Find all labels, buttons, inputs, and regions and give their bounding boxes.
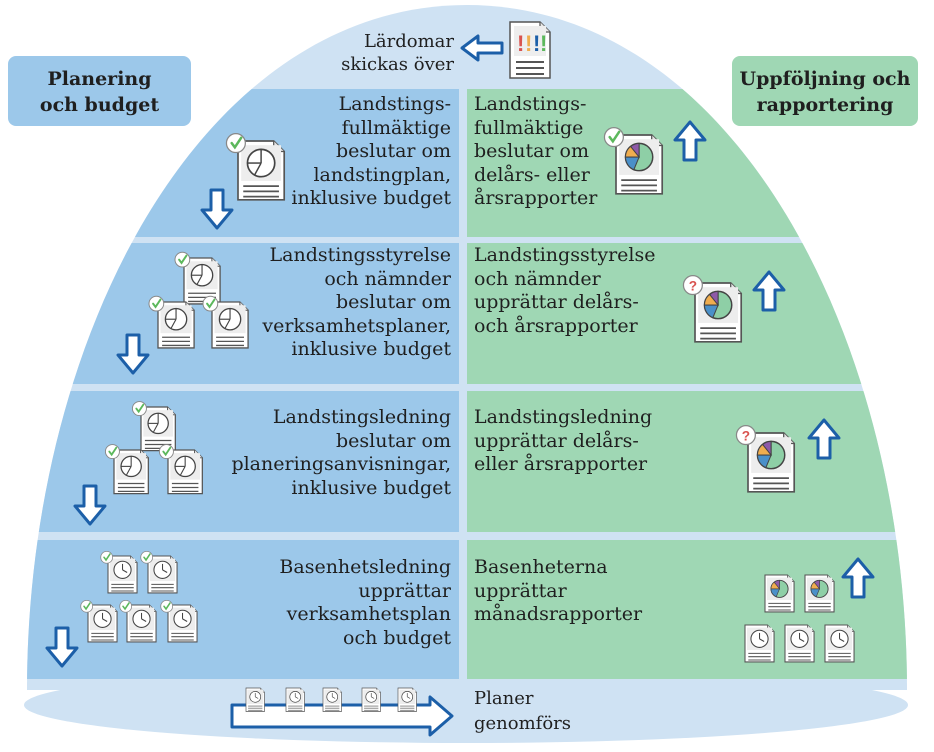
lessons-label: Lärdomar skickas över [341, 31, 454, 75]
svg-text:!: ! [525, 31, 532, 56]
approved-pie-document-icon [131, 401, 176, 452]
arrow-down-icon [200, 188, 234, 230]
planning-text-3: Landstingsledning beslutar om planerings… [231, 406, 451, 499]
arrow-up-icon [673, 120, 707, 162]
planning-text-2: Landstingsstyrelse och nämnder beslutar … [262, 244, 451, 360]
clock-document-icon [100, 550, 138, 594]
arrow-up-icon [807, 418, 841, 460]
clock-document-icon [119, 599, 157, 643]
clock-document-icon [160, 599, 198, 643]
clock-document-icon [804, 574, 835, 613]
reporting-text-4: Basenheterna upprättar månadsrapporter [474, 556, 643, 625]
approved-pie-document-icon [148, 295, 195, 349]
approved-pie-document-icon [104, 444, 149, 495]
approved-pie-document-icon [158, 444, 203, 495]
svg-text:!: ! [533, 31, 540, 56]
clock-document-icon [322, 687, 342, 712]
clock-document-icon [140, 550, 178, 594]
svg-text:?: ? [742, 428, 750, 443]
plans-executed-label: Planer genomförs [474, 688, 572, 734]
clock-document-icon [285, 687, 305, 712]
clock-document-icon [245, 687, 265, 712]
clock-document-icon [784, 624, 815, 663]
clock-document-icon [744, 624, 775, 663]
approved-pie-document-icon [225, 133, 286, 201]
arrow-left-icon [460, 34, 504, 62]
arrow-up-icon [752, 270, 786, 312]
reporting-text-2: Landstingsstyrelse och nämnder upprättar… [474, 244, 656, 337]
reporting-text-1: Landstings- fullmäktige beslutar om delå… [474, 93, 598, 209]
arrow-up-icon [841, 557, 875, 599]
arrow-down-icon [45, 626, 79, 668]
reporting-title: Uppföljning och rapportering [732, 56, 918, 126]
approved-pie-document-icon [174, 251, 221, 305]
clock-document-icon [397, 687, 417, 712]
reporting-text-3: Landstingsledning upprättar delårs- elle… [474, 406, 653, 475]
svg-text:!: ! [540, 31, 547, 56]
arrow-down-icon [73, 484, 107, 526]
clock-document-icon [80, 599, 118, 643]
question-pie-document-icon: ? [682, 275, 743, 343]
svg-text:!: ! [517, 31, 524, 56]
approved-pie-document-icon [603, 127, 664, 195]
planning-text-1: Landstings- fullmäktige beslutar om land… [291, 93, 451, 209]
clock-document-icon [764, 574, 795, 613]
planning-text-4: Basenhetsledning upprättar verksamhetspl… [279, 556, 451, 649]
band-reporting-3 [467, 391, 907, 532]
planning-title: Planering och budget [8, 56, 191, 126]
approved-pie-document-icon [202, 295, 249, 349]
clock-document-icon [361, 687, 381, 712]
question-pie-document-icon: ? [735, 425, 796, 493]
svg-text:?: ? [689, 278, 697, 293]
clock-document-icon [824, 624, 855, 663]
exclamation-document-icon: ! ! ! ! [509, 21, 551, 79]
arrow-down-icon [116, 333, 150, 375]
